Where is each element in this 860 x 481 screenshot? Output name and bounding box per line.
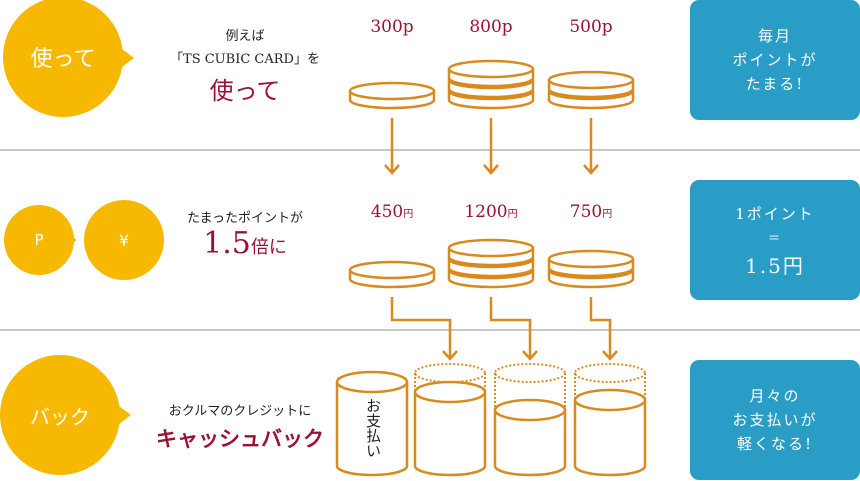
info-box-conversion: 1ポイント ＝ 1.5円 xyxy=(690,180,860,300)
points-500: 500p xyxy=(569,17,613,37)
info-line: ＝ xyxy=(767,231,782,245)
badge-pointer xyxy=(115,403,131,427)
payment-cylinder-top xyxy=(413,380,487,404)
points-300: 300p xyxy=(370,17,414,37)
row-divider xyxy=(0,329,860,331)
payment-cylinder xyxy=(493,410,567,477)
cashback-badge: バック xyxy=(0,355,120,475)
row2-line1: たまったポイントが xyxy=(186,211,304,226)
yen-badge: ¥ xyxy=(84,200,164,280)
info-line: たまる! xyxy=(745,75,805,93)
yen-badge-label: ¥ xyxy=(118,230,130,250)
coin xyxy=(348,260,436,280)
arrow-down-icon xyxy=(522,350,538,361)
row1-headline: 使って xyxy=(209,77,281,105)
payment-cylinder xyxy=(413,392,487,477)
payment-cylinder-top xyxy=(493,398,567,422)
arrow-down-icon xyxy=(602,350,618,361)
yen-750: 750円 xyxy=(569,202,613,222)
yen-1200: 1200円 xyxy=(464,202,518,222)
coin xyxy=(547,70,635,90)
row1-text: 例えば 「TS CUBIC CARD」を 使って xyxy=(150,25,340,106)
coin xyxy=(447,238,535,258)
arrow-down-icon xyxy=(384,164,400,175)
row2-text: たまったポイントが 1.5倍に xyxy=(170,207,320,261)
info-line: 1ポイント xyxy=(735,205,815,223)
info-line: 月々の xyxy=(749,387,801,405)
yen-450: 450円 xyxy=(370,202,414,222)
badge-pointer xyxy=(118,46,134,70)
info-line: お支払いが xyxy=(732,411,818,429)
payment-cylinder-top xyxy=(573,388,647,412)
payment-label: お支払い xyxy=(364,398,382,458)
payment-cylinder xyxy=(573,400,647,477)
arrow-line xyxy=(589,297,612,358)
arrow-line xyxy=(489,297,532,358)
points-badge-label: P xyxy=(34,231,44,249)
points-800: 800p xyxy=(469,17,513,37)
info-box-lower-payment: 月々の お支払いが 軽くなる! xyxy=(690,360,860,480)
use-badge: 使って xyxy=(3,0,123,117)
info-box-monthly-points: 毎月 ポイントが たまる! xyxy=(690,0,860,120)
convert-arrow-icon xyxy=(68,234,77,246)
original-payment-outline xyxy=(414,363,486,383)
points-badge: P xyxy=(4,205,74,275)
coin xyxy=(547,249,635,269)
info-line: 毎月 xyxy=(757,27,792,45)
multiplier: 1.5 xyxy=(203,226,251,261)
row2-headline: 1.5倍に xyxy=(170,226,320,261)
arrow-down-icon xyxy=(483,164,499,175)
cashback-badge-label: バック xyxy=(30,404,90,429)
arrow-down-icon xyxy=(442,350,458,361)
coin xyxy=(447,59,535,79)
info-line: ポイントが xyxy=(732,51,818,69)
arrow-line xyxy=(390,297,452,358)
payment-cylinder xyxy=(335,382,409,477)
use-badge-label: 使って xyxy=(30,47,96,72)
row3-headline: キャッシュバック xyxy=(156,426,324,451)
coin xyxy=(348,81,436,101)
row-divider xyxy=(0,149,860,151)
row1-line1: 例えば xyxy=(225,29,265,44)
row3-text: おクルマのクレジットに キャッシュバック xyxy=(145,400,335,453)
row3-line1: おクルマのクレジットに xyxy=(168,404,312,419)
info-line: 1.5円 xyxy=(745,254,805,278)
multiplier-suffix: 倍に xyxy=(250,237,287,258)
arrow-down-icon xyxy=(583,164,599,175)
original-payment-outline xyxy=(574,363,646,383)
original-payment-outline xyxy=(494,363,566,383)
info-line: 軽くなる! xyxy=(736,435,814,453)
row1-line2: 「TS CUBIC CARD」を xyxy=(170,52,320,67)
payment-cylinder-top xyxy=(335,370,409,394)
